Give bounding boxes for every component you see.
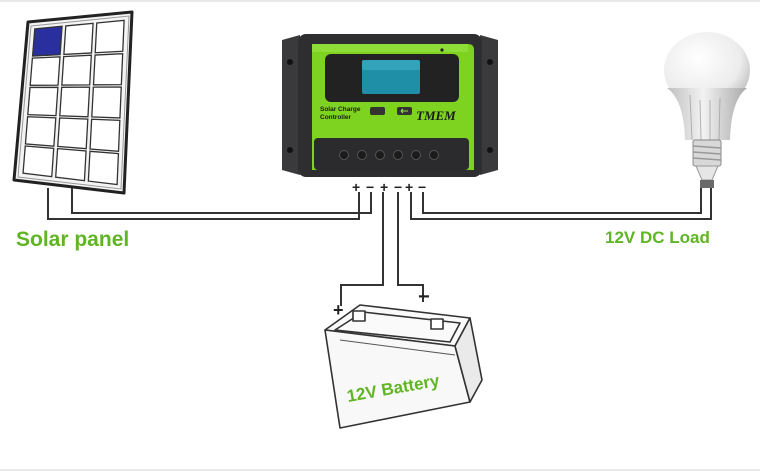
terminal-sign: + xyxy=(405,179,413,195)
terminal-screw xyxy=(429,150,439,160)
load-wire-negative xyxy=(422,188,702,214)
solar-cell xyxy=(31,25,63,57)
terminal-screw xyxy=(411,150,421,160)
solar-cell xyxy=(92,53,124,86)
solar-cell xyxy=(27,86,59,117)
brand-logo: TMEM xyxy=(416,108,456,123)
solar-cell xyxy=(87,150,120,186)
terminal-screw xyxy=(339,150,349,160)
light-bulb-icon xyxy=(664,32,750,188)
solar-panel-label: Solar panel xyxy=(16,228,130,251)
terminal-sign: − xyxy=(366,179,374,195)
solar-cell xyxy=(22,145,55,178)
solar-cell xyxy=(94,19,125,54)
solar-panel-icon xyxy=(12,10,134,195)
solar-cell xyxy=(91,86,122,119)
terminal-screw xyxy=(393,150,403,160)
load-wire-positive xyxy=(410,188,712,220)
battery-positive-sign: + xyxy=(333,300,344,320)
controller-title-line2: Controller xyxy=(320,114,352,121)
battery-negative-sign: − xyxy=(418,286,430,308)
solar-cell xyxy=(57,117,89,150)
controller-title-line1: Solar Charge xyxy=(320,106,361,113)
battery-wire-positive xyxy=(340,192,384,306)
solar-cell xyxy=(59,86,91,118)
terminal-screw xyxy=(357,150,367,160)
terminal-sign: + xyxy=(380,179,388,195)
charge-controller-icon xyxy=(282,34,498,177)
solar-cell xyxy=(55,147,87,182)
terminal-sign: − xyxy=(394,179,402,195)
battery-wire-negative xyxy=(397,192,424,302)
wires xyxy=(47,188,712,306)
load-label: 12V DC Load xyxy=(605,228,710,247)
solar-cell xyxy=(24,116,57,147)
solar-wire-negative xyxy=(71,188,372,214)
solar-cell xyxy=(29,56,61,86)
solar-cell xyxy=(89,118,121,152)
terminal-sign: − xyxy=(418,179,426,195)
solar-cell xyxy=(61,54,93,86)
battery-icon xyxy=(324,304,483,429)
terminal-screw xyxy=(375,150,385,160)
solar-wire-positive xyxy=(47,188,360,220)
terminal-sign: + xyxy=(352,179,360,195)
solar-cell xyxy=(63,22,94,56)
